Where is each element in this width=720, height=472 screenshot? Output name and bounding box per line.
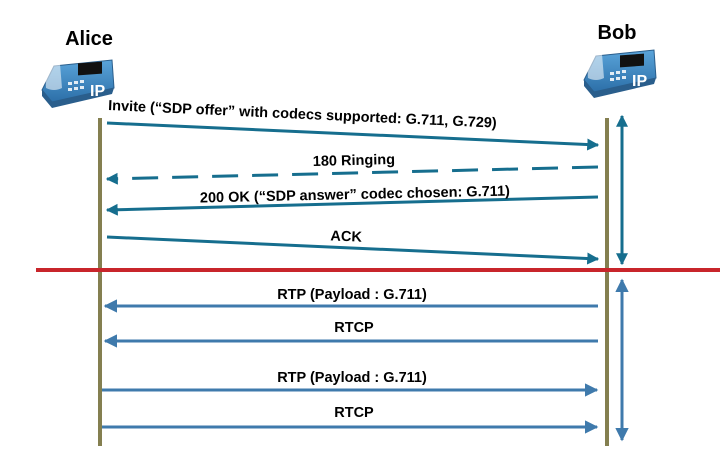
rtcp-label-2: RTCP (334, 405, 374, 421)
bob-phone-label: IP (632, 73, 647, 90)
ringing-arrow (105, 165, 599, 185)
rtcp-label-1: RTCP (334, 320, 374, 336)
invite-arrow (106, 121, 600, 151)
ringing-label: 180 Ringing (313, 152, 396, 170)
rtp-label-2: RTP (Payload : G.711) (277, 370, 427, 386)
ok-label: 200 OK (“SDP answer” codec chosen: G.711… (200, 183, 510, 206)
ip-phone-icon: IP (41, 59, 115, 108)
rtp-label-1: RTP (Payload : G.711) (277, 287, 427, 303)
bob-name: Bob (598, 22, 637, 44)
alice-name: Alice (65, 28, 113, 50)
alice-phone-label: IP (90, 83, 105, 100)
ip-phone-icon: IP (583, 49, 657, 98)
ack-arrow (106, 235, 600, 265)
ok-arrow (105, 195, 599, 216)
ack-label: ACK (330, 228, 363, 245)
